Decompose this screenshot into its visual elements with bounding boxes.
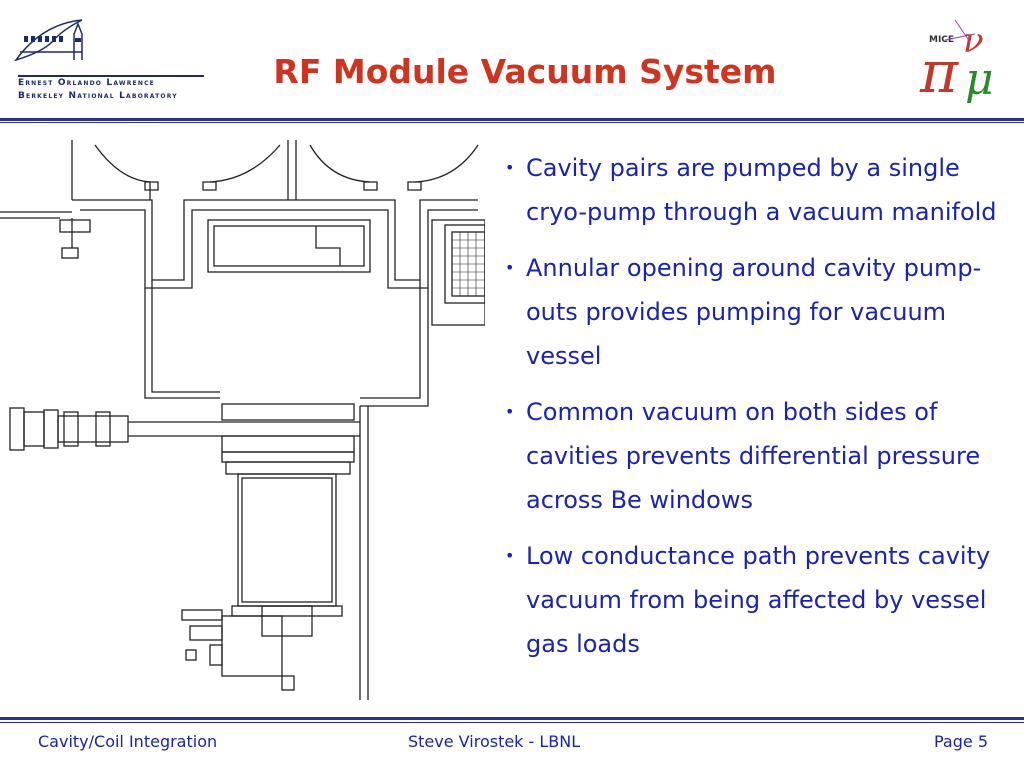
footer-left: Cavity/Coil Integration xyxy=(38,732,218,751)
lbnl-name-line2: Berkeley National Laboratory xyxy=(18,91,178,101)
bullet-text: Low conductance path prevents cavity vac… xyxy=(526,542,991,658)
bullet-text: Cavity pairs are pumped by a single cryo… xyxy=(526,154,997,226)
lbnl-name-line1: Ernest Orlando Lawrence xyxy=(18,78,155,88)
svg-text:π: π xyxy=(919,38,959,106)
bullet-text: Annular opening around cavity pump-outs … xyxy=(526,254,982,370)
rf-module-drawing xyxy=(0,140,485,700)
footer-rule xyxy=(0,717,1024,720)
lbnl-name: Ernest Orlando Lawrence Berkeley Nationa… xyxy=(18,74,218,103)
lbnl-rule xyxy=(18,75,204,77)
lbnl-logo xyxy=(14,19,83,62)
bullet-dot: • xyxy=(505,402,515,421)
footer-page-number: Page 5 xyxy=(934,732,988,751)
list-item: • Common vacuum on both sides of cavitie… xyxy=(505,390,1010,522)
svg-text:ν: ν xyxy=(963,21,984,61)
svg-text:μ: μ xyxy=(965,54,994,105)
bullet-dot: • xyxy=(505,546,515,565)
footer-rule-thin xyxy=(0,722,1024,723)
bullet-dot: • xyxy=(505,258,515,277)
header-rule-thin xyxy=(0,122,1024,123)
list-item: • Annular opening around cavity pump-out… xyxy=(505,246,1010,378)
mice-logo: π ν μ MICE xyxy=(919,19,994,106)
footer-center: Steve Virostek - LBNL xyxy=(408,732,581,751)
bullet-dot: • xyxy=(505,158,515,177)
list-item: • Cavity pairs are pumped by a single cr… xyxy=(505,146,1010,234)
list-item: • Low conductance path prevents cavity v… xyxy=(505,534,1010,666)
bullet-text: Common vacuum on both sides of cavities … xyxy=(526,398,981,514)
page-title: RF Module Vacuum System xyxy=(273,52,777,91)
mice-logo-text: MICE xyxy=(929,35,954,45)
header-rule xyxy=(0,118,1024,121)
bullet-list: • Cavity pairs are pumped by a single cr… xyxy=(505,146,1010,678)
